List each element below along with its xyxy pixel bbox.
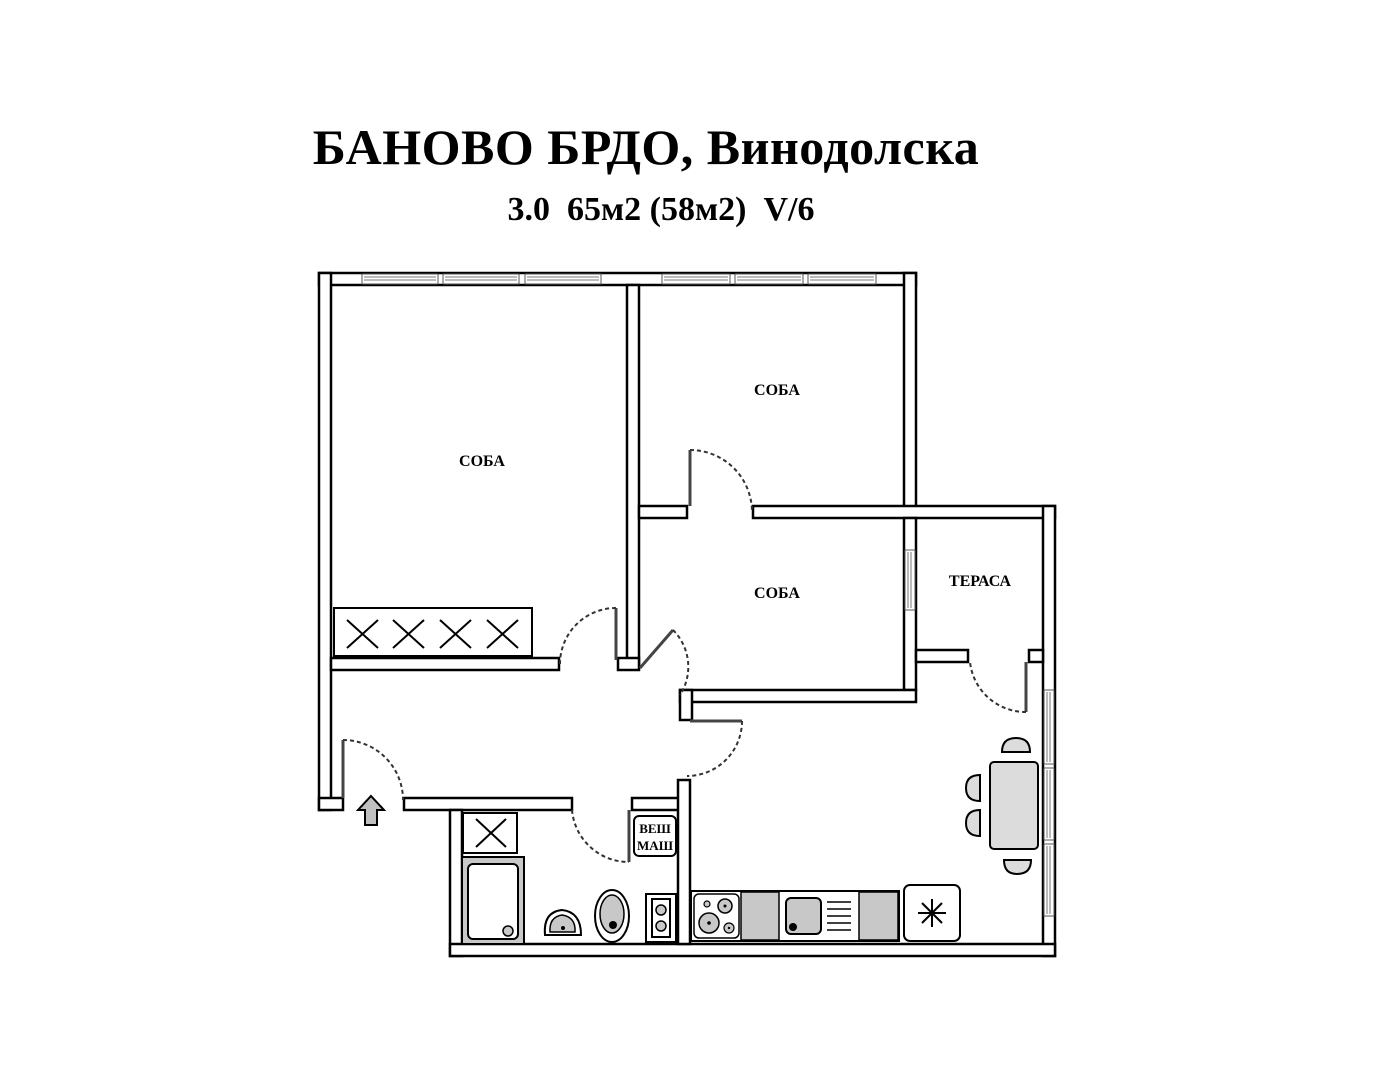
kitchen-counter: [690, 890, 900, 942]
toilet-icon: [594, 889, 630, 943]
boiler-icon: [645, 893, 677, 943]
snowflake-icon: [903, 884, 961, 942]
entrance-arrow-icon: [355, 794, 387, 826]
plan-subtitle: 3.0 65м2 (58м2) V/6: [507, 191, 815, 228]
kitchen-sink-icon: [785, 897, 851, 935]
walls: [317, 271, 1057, 958]
room-label-1: СОБА: [459, 453, 505, 470]
plan-title: БАНОВО БРДО, Винодолска: [312, 119, 980, 175]
room-label-2: СОБА: [754, 382, 800, 399]
door-bathroom: [571, 809, 631, 864]
windows: [361, 273, 1055, 917]
door-room-3: [638, 629, 690, 696]
washing-machine-label-1: ВЕШ: [639, 821, 671, 836]
washing-machine: ВЕШ МАШ: [633, 815, 677, 857]
door-kitchen: [686, 719, 743, 777]
bathtub-icon: [461, 856, 525, 945]
door-room-2: [688, 449, 753, 513]
room-label-3: СОБА: [754, 585, 800, 602]
doors: [341, 449, 1028, 864]
door-room-1: [559, 607, 618, 665]
washing-machine-label-2: МАШ: [637, 838, 674, 853]
wardrobe-x-icon: [333, 607, 533, 657]
stove-icon: [693, 893, 740, 939]
room-label-terrace: ТЕРАСА: [949, 573, 1012, 590]
shaft-x-icon: [462, 812, 518, 854]
door-terrace: [969, 661, 1028, 714]
door-entrance: [341, 739, 404, 801]
sink-icon: [543, 908, 583, 936]
dining-table: [964, 736, 1039, 876]
